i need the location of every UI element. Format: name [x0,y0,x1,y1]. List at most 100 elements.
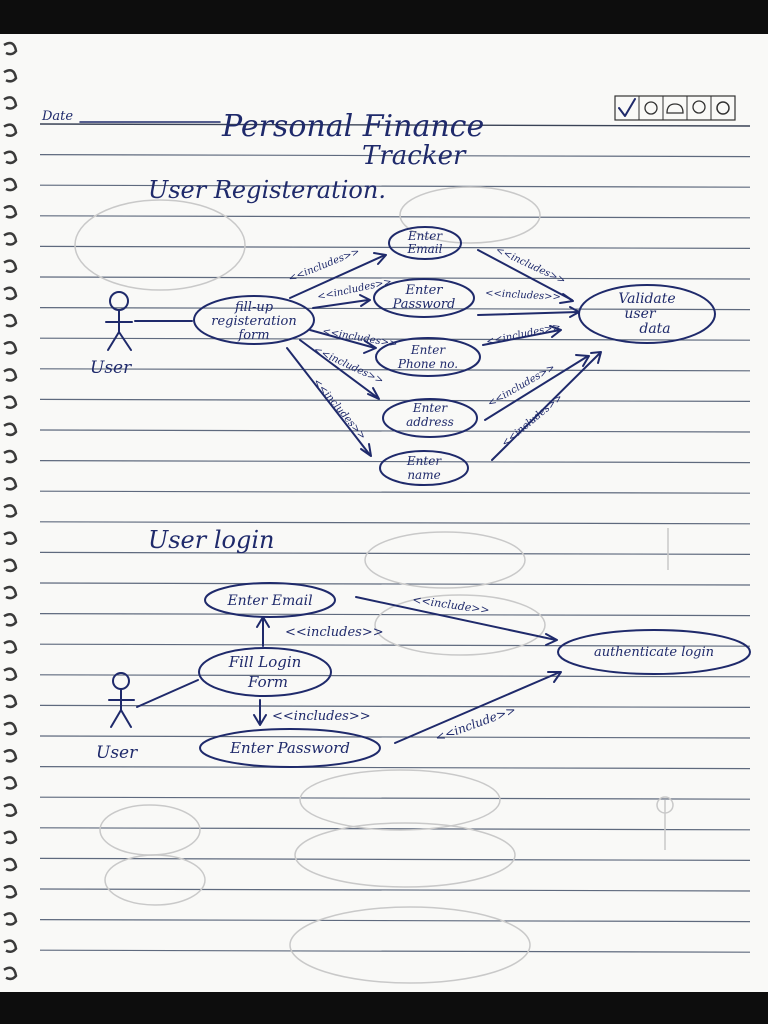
svg-text:<<includes>>: <<includes>> [285,625,384,640]
ruled-line [39,827,751,831]
spiral-ring [3,504,18,518]
spiral-ring [3,41,18,56]
spiral-ring [3,123,18,137]
spiral-ring [3,939,18,953]
spiral-ring [3,857,18,872]
spiral-ring [3,449,18,464]
registration-arrows [286,249,602,461]
ruled-line [39,276,751,280]
svg-text:name: name [407,468,440,482]
ruled-line [39,521,751,525]
svg-text:Enter: Enter [405,283,444,298]
spiral-ring [3,232,18,246]
spiral-ring [3,667,18,681]
svg-text:<<include>>: <<include>> [412,593,491,617]
svg-text:Enter: Enter [407,229,443,243]
spiral-ring [3,395,18,409]
spiral-ring [3,150,18,165]
spiral-ring [3,748,18,763]
spiral-ring [3,476,18,491]
spiral-ring [3,776,18,790]
svg-text:<<includes>>: <<includes>> [494,245,567,287]
ruled-lines [39,123,751,953]
page-title-line2: Tracker [362,141,467,171]
ruled-line [39,337,751,341]
ruled-line [39,888,751,892]
ruled-line [39,398,751,402]
login-association [136,679,199,708]
ruled-line [39,184,751,188]
svg-text:Enter: Enter [410,343,446,357]
spiral-ring [3,177,18,192]
svg-text:Enter: Enter [406,454,442,468]
spiral-ring [3,259,18,273]
spiral-ring [3,694,18,709]
svg-text:<<includes>>: <<includes>> [272,709,371,724]
svg-text:Fill Login: Fill Login [228,653,302,671]
ruled-line [39,612,751,617]
login-section-title: User login [148,526,274,554]
spiral-ring [3,531,18,545]
ruled-line [39,949,751,953]
spiral-binding [3,41,18,981]
enter-name-usecase: Enter name [379,450,469,486]
ruled-line [39,704,751,709]
ruled-line [39,857,751,862]
spiral-ring [3,313,18,328]
ruled-line [39,307,751,311]
svg-text:Validate: Validate [618,291,675,307]
spiral-ring [3,585,18,600]
ruled-line [39,490,751,494]
spiral-ring [3,422,18,437]
svg-text:user: user [624,306,656,322]
ruled-line [39,215,751,219]
login-include-labels: <<includes>> <<includes>> <<include>> <<… [272,593,518,745]
svg-text:authenticate login: authenticate login [594,645,714,660]
spiral-ring [3,286,18,301]
svg-text:Enter: Enter [412,401,448,415]
ruled-line [39,643,751,647]
gear-icon [644,101,658,115]
login-enter-password-usecase: Enter Password [199,728,381,768]
ruled-line [39,460,751,464]
spiral-ring [3,721,18,736]
svg-text:Enter Email: Enter Email [226,593,312,609]
enter-email-usecase: Enter Email [388,226,462,260]
ruled-line [39,796,751,800]
spiral-ring [3,368,18,382]
cloud-icon [666,103,684,114]
top-border [0,0,768,34]
svg-text:Form: Form [247,673,288,691]
enter-phone-usecase: Enter Phone no. [375,337,481,377]
spiral-ring [3,803,18,817]
svg-text:fill-up: fill-up [234,300,274,315]
enter-password-usecase: Enter Password [373,278,475,318]
spiral-ring [3,830,18,845]
svg-text:Phone no.: Phone no. [397,357,458,371]
date-label: Date [41,109,73,124]
ruled-line [39,582,751,586]
sun-icon [716,101,730,115]
enter-address-usecase: Enter address [382,398,478,438]
svg-text:Email: Email [407,242,443,256]
login-actor: User [96,672,138,763]
ruled-line [39,918,751,923]
registration-actor: User [90,291,133,378]
ruled-line [39,551,751,556]
svg-text:Enter Password: Enter Password [229,739,350,757]
ruled-line [39,154,751,158]
ruled-line [39,368,751,372]
svg-text:form: form [237,328,269,343]
registration-section-title: User Registeration. [148,176,386,204]
spiral-ring [3,204,18,219]
validate-user-data-usecase: Validate user data [578,284,716,344]
spiral-ring [3,558,18,573]
fill-login-form-usecase: Fill Login Form [198,647,332,697]
svg-text:<<includes>>: <<includes>> [485,288,561,303]
svg-text:<<includes>>: <<includes>> [287,246,361,285]
registration-actor-label: User [90,358,132,378]
svg-text:Password: Password [392,297,456,312]
spiral-ring [3,912,18,926]
svg-text:data: data [639,321,670,337]
